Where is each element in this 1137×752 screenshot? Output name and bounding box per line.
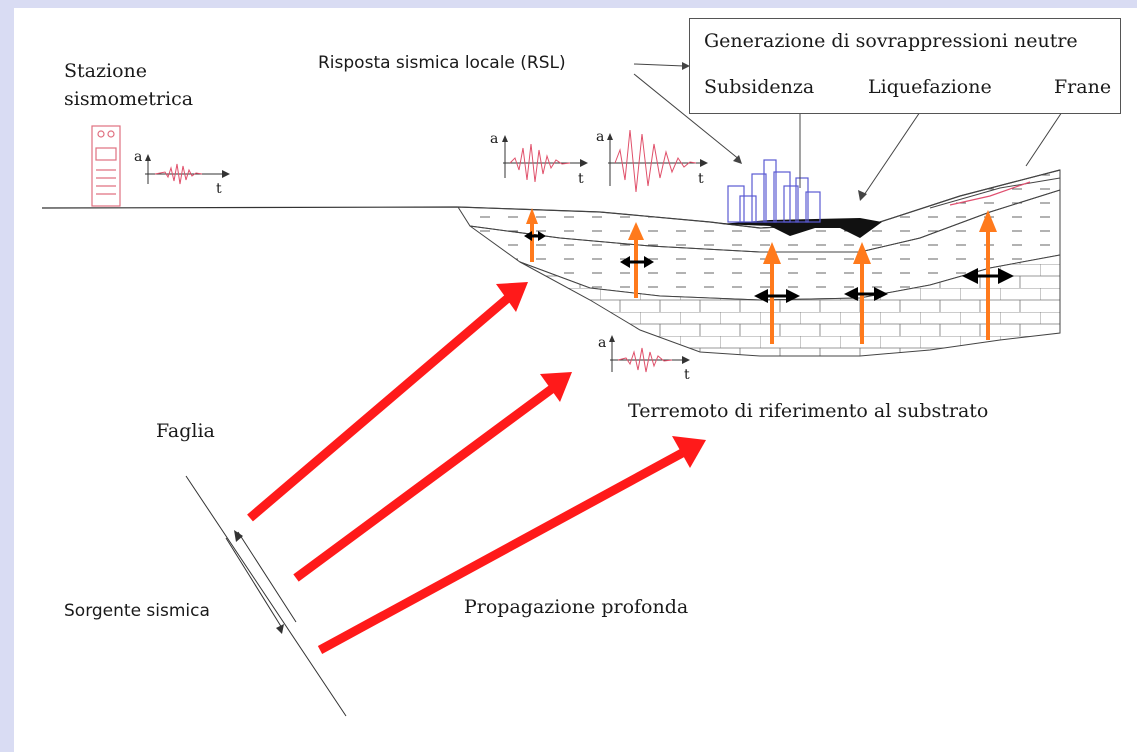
- landslides-label: Frane: [1054, 76, 1111, 98]
- fault-line: [186, 476, 346, 716]
- rsl-label: Risposta sismica locale (RSL): [318, 52, 566, 74]
- axis-t-station: t: [216, 178, 222, 200]
- bedrock-motion-label: Terremoto di riferimento al substrato: [628, 400, 988, 422]
- subsidence-label: Subsidenza: [704, 76, 814, 98]
- axis-t-bedrock: t: [684, 364, 690, 386]
- station-label: Stazione: [64, 60, 147, 82]
- pore-pressure-label: Generazione di sovrappressioni neutre: [704, 30, 1078, 52]
- seismic-rays: [250, 282, 706, 650]
- axis-t-surface-1: t: [578, 168, 584, 190]
- seismogram-surface-1: [502, 135, 588, 182]
- deep-propagation-label: Propagazione profonda: [464, 596, 688, 618]
- fault-label: Faglia: [156, 420, 215, 442]
- axis-a-surface-1: a: [490, 128, 498, 150]
- city-buildings-icon: [728, 160, 820, 222]
- source-label: Sorgente sismica: [64, 600, 210, 622]
- seismic-ray-1: [250, 298, 508, 518]
- seismic-ray-2: [296, 388, 553, 578]
- axis-a-bedrock: a: [598, 332, 606, 354]
- axis-a-station: a: [134, 146, 142, 168]
- seismic-ray-3: [320, 452, 684, 650]
- station-label-line2: sismometrica: [64, 88, 193, 110]
- axis-t-surface-2: t: [698, 168, 704, 190]
- seismometer-station-icon: [92, 126, 120, 206]
- axis-a-surface-2: a: [596, 126, 604, 148]
- liquefaction-label: Liquefazione: [868, 76, 992, 98]
- seismogram-surface-2: [607, 130, 708, 192]
